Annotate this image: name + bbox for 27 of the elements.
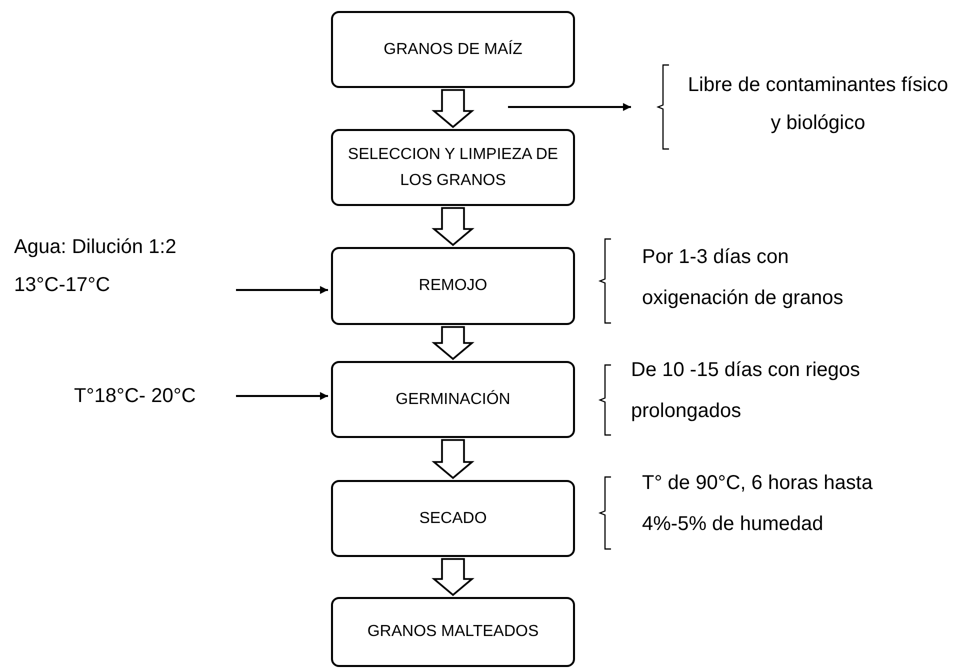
box-label: GRANOS DE MAÍZ: [384, 39, 522, 60]
hollow-arrow: [432, 89, 474, 128]
hollow-arrow: [432, 326, 474, 360]
process-box: [331, 361, 575, 438]
note-text: T°18°C- 20°C: [74, 384, 196, 409]
hollow-arrow: [432, 439, 474, 480]
process-box: [331, 480, 575, 557]
note-text: T° de 90°C, 6 horas hasta 4%-5% de humedad: [642, 471, 874, 537]
note-text: 13°C-17°C: [14, 273, 110, 298]
hollow-arrow: [432, 558, 474, 596]
arrow: [236, 392, 328, 400]
box-label: SECADO: [419, 508, 487, 529]
process-box: [331, 11, 575, 88]
arrow: [508, 103, 631, 111]
note-text: De 10 -15 días con riegos prolongados: [631, 358, 862, 424]
box-label: SELECCION Y LIMPIEZA DE LOS GRANOS: [346, 144, 560, 190]
note-text: Libre de contaminantes físico y biológico: [686, 73, 950, 136]
box-label: GRANOS MALTEADOS: [367, 622, 539, 642]
note-text: Agua: Dilución 1:2: [14, 235, 176, 260]
hollow-arrow: [432, 207, 474, 246]
box-label: GERMINACIÓN: [396, 389, 510, 410]
process-box: [331, 597, 575, 667]
process-box: [331, 247, 575, 325]
process-box: [331, 129, 575, 206]
note-text: Por 1-3 días con oxigenación de granos: [642, 245, 844, 311]
arrow: [236, 286, 328, 294]
box-label: REMOJO: [418, 276, 488, 296]
